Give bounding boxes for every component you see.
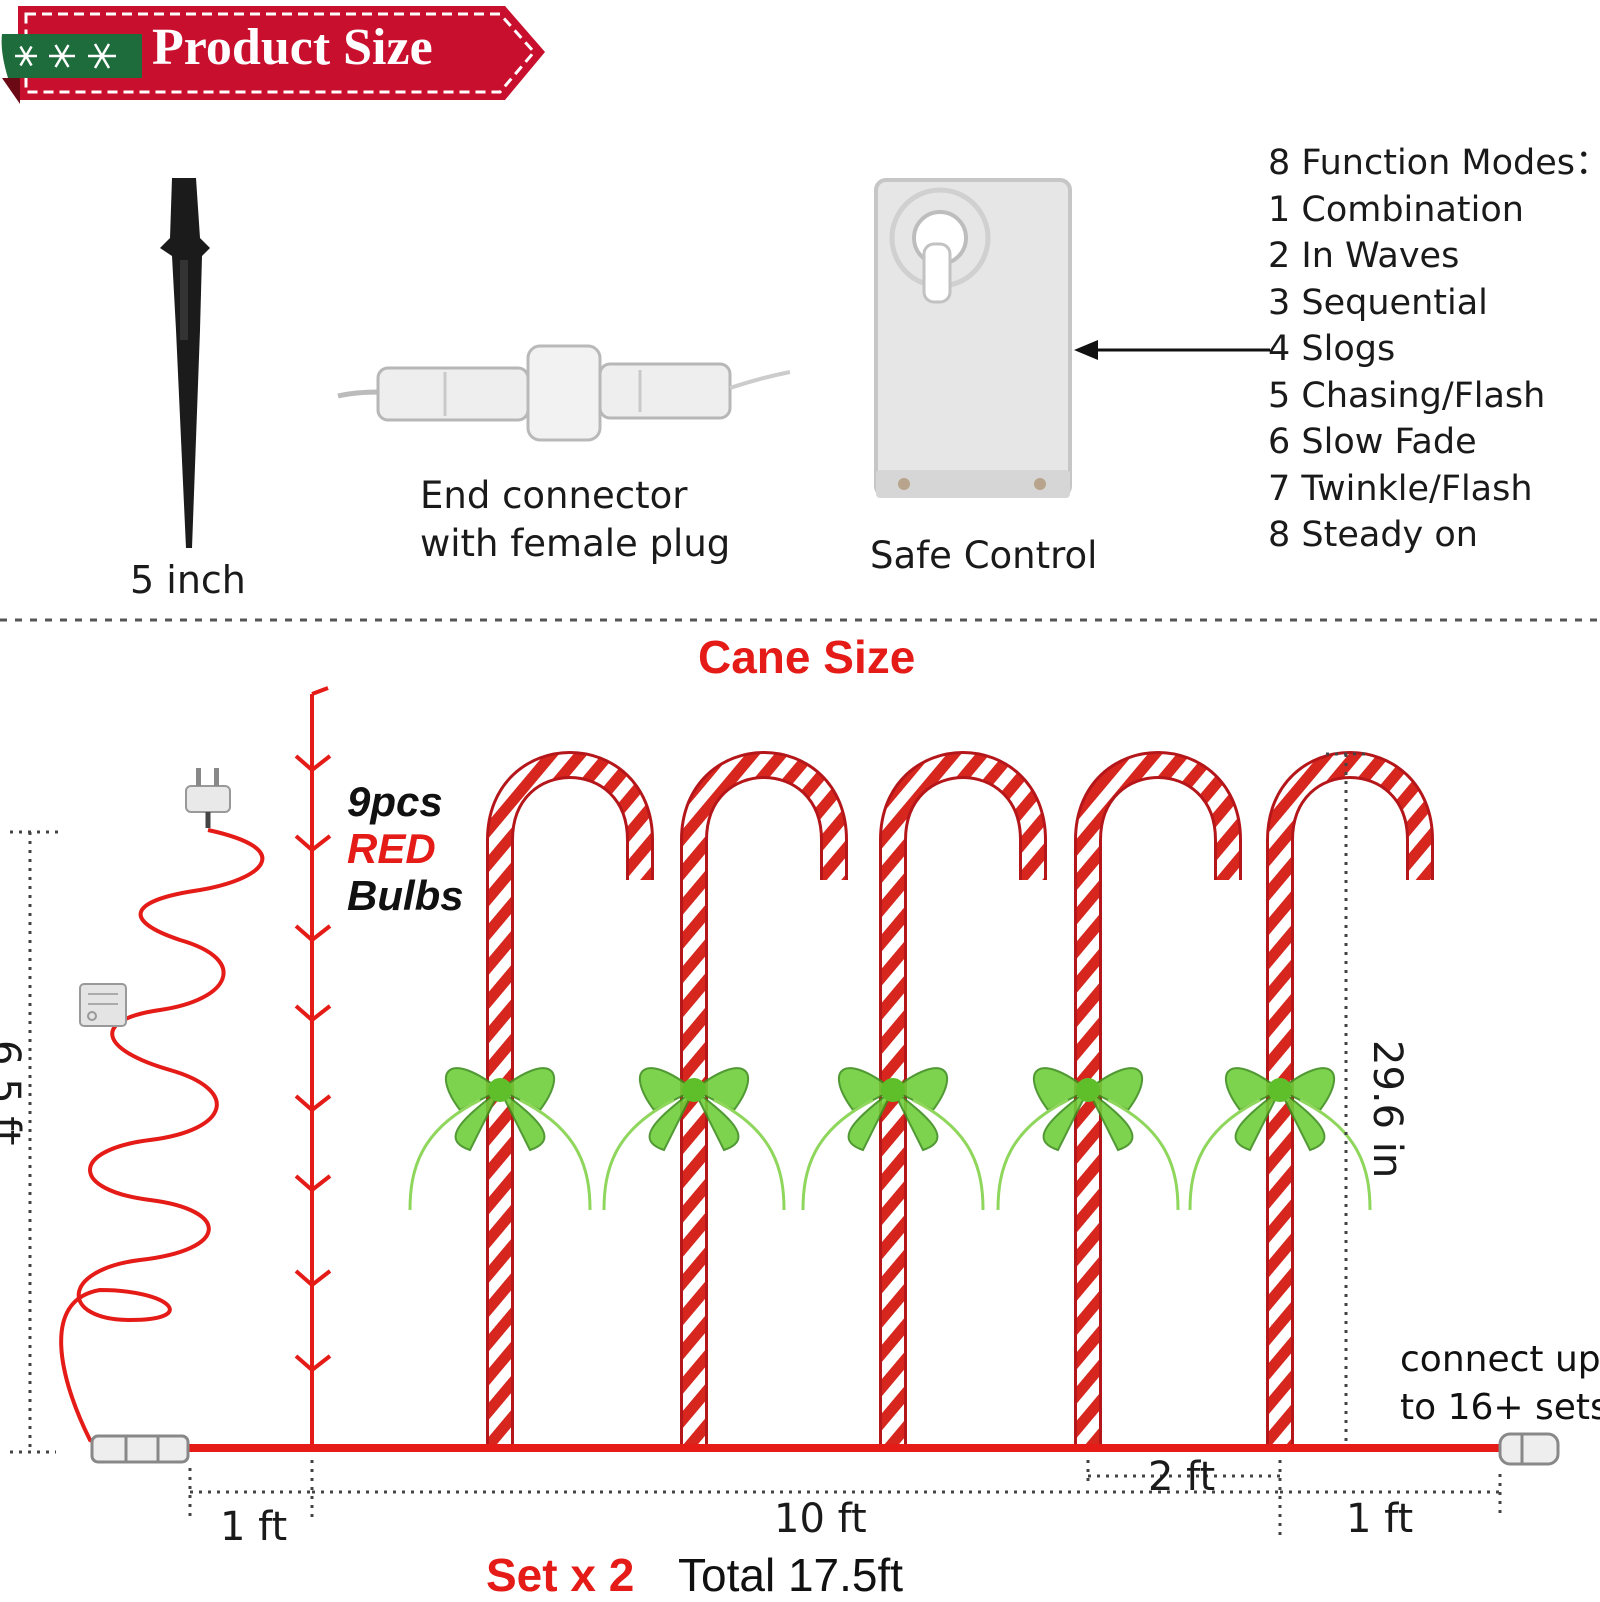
safe-control-box-icon xyxy=(874,178,1072,498)
end-connector-icon xyxy=(337,344,791,442)
middle-span-label: 10 ft xyxy=(774,1496,867,1542)
connector-label-line2: with female plug xyxy=(420,522,731,565)
connect-note: connect up to 16+ sets xyxy=(1400,1336,1600,1432)
bulb-stem xyxy=(310,686,329,1448)
cane-height-label: 29.6 in xyxy=(1364,1040,1410,1179)
cane-height-dimension xyxy=(1326,752,1370,1444)
cord-height-label: 6.5 ft xyxy=(0,1040,28,1146)
inline-controller-icon xyxy=(79,983,127,1027)
mode-item: 8 Steady on xyxy=(1268,515,1478,555)
green-bow-icon xyxy=(996,1067,1180,1211)
stake-size-label: 5 inch xyxy=(130,558,246,602)
function-modes-heading: 8 Function Modes： xyxy=(1268,143,1600,183)
connector-label-line1: End connector xyxy=(420,474,688,517)
total-label: Total 17.5ft xyxy=(678,1549,904,1601)
mode-item: 1 Combination xyxy=(1268,189,1524,230)
bulb-marks xyxy=(294,754,332,1372)
cord-height-dimension xyxy=(10,830,62,1454)
mode-item: 6 Slow Fade xyxy=(1268,422,1477,462)
candy-cane xyxy=(408,751,654,1444)
power-plug-icon xyxy=(185,768,231,828)
bulb-mark xyxy=(310,1094,332,1112)
bulb-mark xyxy=(294,1269,314,1287)
bulb-mark xyxy=(310,754,332,772)
mode-item: 3 Sequential xyxy=(1268,282,1488,323)
bulb-word: Bulbs xyxy=(347,872,464,919)
ground-stake-icon xyxy=(160,178,210,548)
candy-cane xyxy=(996,751,1242,1444)
bulb-mark xyxy=(294,754,314,772)
bulb-mark xyxy=(294,1354,314,1372)
set-count: Set x 2 xyxy=(486,1549,635,1601)
bulb-color: RED xyxy=(347,825,436,872)
bulb-mark xyxy=(294,924,314,942)
bulb-mark xyxy=(294,1094,314,1112)
candy-cane xyxy=(801,751,1047,1444)
coiled-power-cord xyxy=(59,828,265,1447)
bulbs-label: 9pcs RED Bulbs xyxy=(347,778,464,919)
length-dimensions xyxy=(188,1460,1502,1536)
candy-cane xyxy=(602,751,848,1444)
set-label: Set x 2 xyxy=(486,1548,634,1602)
spacing-label: 2 ft xyxy=(1148,1454,1216,1500)
cane-size-title: Cane Size xyxy=(698,631,916,683)
bulb-mark xyxy=(310,924,332,942)
green-bow-icon xyxy=(801,1067,985,1211)
bulb-mark xyxy=(310,1174,332,1192)
bulb-mark xyxy=(310,1004,332,1022)
bulb-mark xyxy=(310,834,332,852)
green-bow-icon xyxy=(1188,1067,1372,1211)
mode-item: 7 Twinkle/Flash xyxy=(1268,468,1533,509)
candy-canes xyxy=(408,751,1434,1444)
pointer-arrow xyxy=(1074,340,1270,360)
bulb-mark xyxy=(294,834,314,852)
connect-line1: connect up xyxy=(1400,1339,1600,1380)
green-bow-icon xyxy=(602,1067,786,1211)
connect-line2: to 16+ sets xyxy=(1400,1387,1600,1428)
bulb-mark xyxy=(294,1174,314,1192)
lead-right-label: 1 ft xyxy=(1346,1496,1414,1542)
snowflake-icons xyxy=(15,43,116,69)
left-connector-icon xyxy=(90,1434,190,1464)
mode-item: 5 Chasing/Flash xyxy=(1268,375,1546,416)
function-modes-list: 8 Function Modes： 1 Combination 2 In Wav… xyxy=(1268,140,1600,559)
banner-title: Product Size xyxy=(152,19,433,76)
bulb-count: 9pcs xyxy=(347,778,443,825)
bulb-mark xyxy=(294,1004,314,1022)
controller-label: Safe Control xyxy=(870,534,1098,577)
mode-item: 2 In Waves xyxy=(1268,236,1460,276)
lead-left-label: 1 ft xyxy=(220,1504,288,1550)
mode-item: 4 Slogs xyxy=(1268,329,1396,369)
bulb-mark xyxy=(310,1269,332,1287)
right-connector-icon xyxy=(1498,1432,1560,1466)
bulb-mark xyxy=(310,1354,332,1372)
green-bow-icon xyxy=(408,1067,592,1211)
candy-cane xyxy=(1188,751,1434,1444)
